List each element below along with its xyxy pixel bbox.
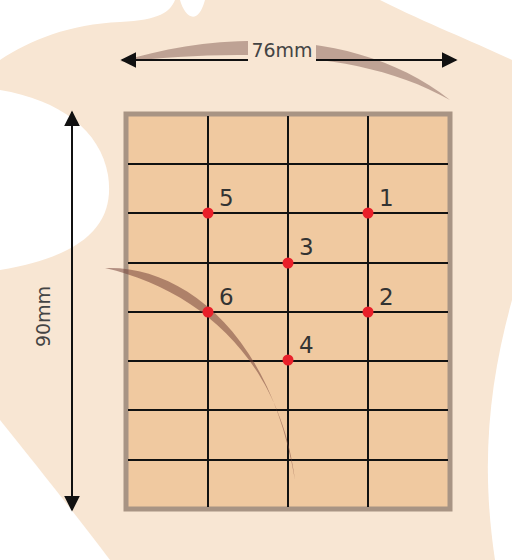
height-arrow — [71, 112, 73, 510]
callout-number: 1 — [379, 187, 394, 210]
background — [0, 420, 110, 560]
finger-gap — [180, 0, 205, 17]
background — [0, 0, 175, 60]
palm-crease — [120, 41, 450, 100]
background — [488, 300, 512, 560]
point-dots — [203, 208, 374, 366]
palm-crease — [105, 268, 295, 480]
thumb-gap — [0, 90, 109, 270]
dimension-label: 76mm — [248, 40, 315, 61]
callout-number: 2 — [379, 286, 394, 309]
callout-number: 3 — [299, 236, 314, 259]
background — [380, 0, 512, 60]
callout-number: 5 — [219, 187, 234, 210]
dimension-label: 90mm — [34, 285, 53, 346]
callout-number: 6 — [219, 286, 234, 309]
grid-area — [126, 114, 450, 509]
grid-lines — [128, 116, 448, 507]
callout-number: 4 — [299, 334, 314, 357]
